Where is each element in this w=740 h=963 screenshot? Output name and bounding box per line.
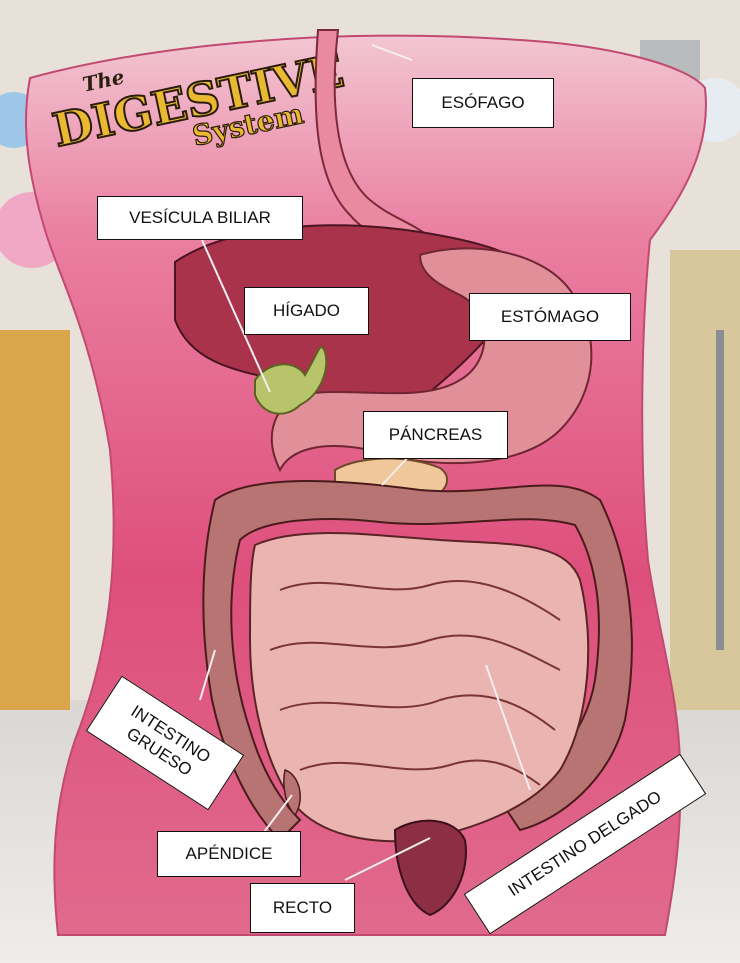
wall-mural-right [670, 250, 740, 710]
label-vesicula-biliar: VESÍCULA BILIAR [97, 196, 303, 240]
label-pancreas: PÁNCREAS [363, 411, 508, 459]
wall-mural-left [0, 330, 70, 710]
label-recto: RECTO [250, 883, 355, 933]
pole-right [716, 330, 724, 650]
label-esofago: ESÓFAGO [412, 78, 554, 128]
label-higado: HÍGADO [244, 287, 369, 335]
label-apendice: APÉNDICE [157, 831, 301, 877]
label-estomago: ESTÓMAGO [469, 293, 631, 341]
